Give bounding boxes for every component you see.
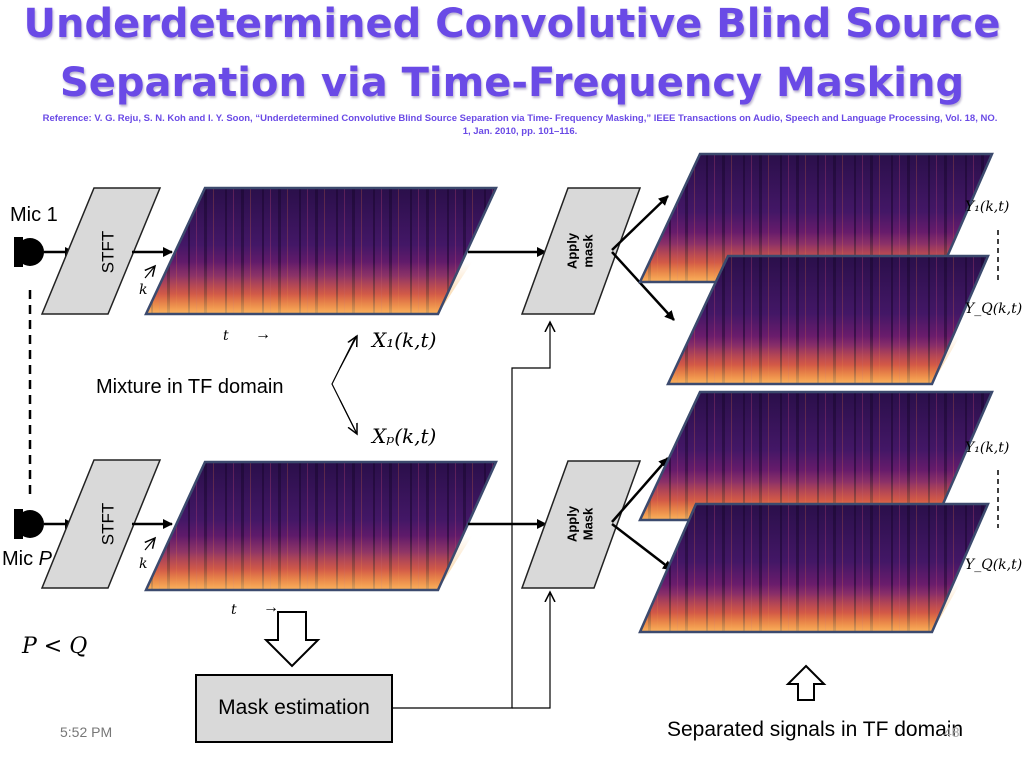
slide-title-line-1: Underdetermined Convolutive Blind Source bbox=[23, 1, 1001, 47]
separated-spectrogram-yq-bottom bbox=[638, 502, 990, 634]
apply-mask-label-bottom-line2: Mask bbox=[580, 507, 595, 540]
t-axis-arrow-top: → bbox=[255, 326, 271, 343]
mixture-to-x1-arrow bbox=[339, 336, 357, 369]
apply-mask-to-yq-arrow-bottom bbox=[611, 523, 673, 571]
mixture-spectrogram-top bbox=[144, 186, 498, 316]
hollow-down-arrow bbox=[263, 611, 321, 668]
k-axis-arrow-bottom bbox=[145, 538, 155, 551]
t-axis-arrow-bottom: → bbox=[263, 599, 279, 616]
mask-estimation-label: Mask estimation bbox=[218, 696, 370, 719]
mic-p-prefix: Mic bbox=[2, 548, 39, 570]
mixture-spectrogram-bottom bbox=[144, 460, 498, 592]
k-axis-arrow-top bbox=[145, 266, 155, 279]
hollow-up-arrow bbox=[785, 664, 827, 701]
reference-citation: Reference: V. G. Reju, S. N. Koh and I. … bbox=[42, 113, 998, 137]
mic-p-icon bbox=[14, 509, 44, 539]
mask-estimation-to-apply-mask-bottom-line bbox=[512, 592, 550, 709]
stft-label-bottom: STFT bbox=[98, 503, 117, 546]
mixture-label: Mixture in TF domain bbox=[96, 376, 284, 398]
slide-page-number: 48 bbox=[944, 724, 960, 740]
separated-spectrogram-y1-bottom bbox=[638, 390, 994, 522]
slide-title-line-2: Separation via Time-Frequency Masking bbox=[59, 60, 965, 106]
stft-block-bottom bbox=[40, 459, 162, 589]
stft-label-top: STFT bbox=[98, 231, 117, 274]
separated-signals-label: Separated signals in TF domain bbox=[667, 718, 964, 741]
apply-mask-label-top-line1: Apply bbox=[564, 232, 579, 269]
mic-1-label: Mic 1 bbox=[10, 204, 58, 226]
yq-label-bottom: Y_Q(k,t) bbox=[965, 557, 1023, 573]
apply-mask-to-y1-arrow-bottom bbox=[611, 457, 669, 523]
mixture-brace bbox=[331, 335, 357, 433]
mic-p-variable: P bbox=[38, 548, 53, 570]
mic-p-label: Mic P bbox=[2, 548, 52, 571]
mask-estimation-to-apply-mask-top-line bbox=[392, 322, 550, 709]
xp-label: Xₚ(k,t) bbox=[372, 424, 437, 448]
apply-mask-block-bottom bbox=[520, 460, 642, 589]
t-axis-label-top: t bbox=[223, 328, 229, 344]
stft-block-top bbox=[40, 187, 162, 315]
k-axis-label-top: k bbox=[139, 282, 148, 298]
yq-label-top: Y_Q(k,t) bbox=[965, 301, 1023, 317]
mixture-to-xp-arrow bbox=[339, 399, 357, 434]
x1-label: X₁(k,t) bbox=[372, 328, 437, 352]
p-less-than-q-label: P < Q bbox=[22, 634, 88, 659]
k-axis-label-bottom: k bbox=[139, 556, 148, 572]
y1-label-bottom: Y₁(k,t) bbox=[965, 440, 1010, 456]
apply-mask-to-y1-arrow-top bbox=[611, 195, 669, 251]
separated-spectrogram-yq-top bbox=[666, 254, 990, 386]
mic-1-icon bbox=[14, 237, 44, 267]
mask-estimation-block bbox=[195, 674, 393, 743]
apply-mask-to-yq-arrow-top bbox=[611, 251, 675, 321]
t-axis-label-bottom: t bbox=[231, 602, 237, 618]
apply-mask-label-top-line2: mask bbox=[580, 234, 595, 268]
y1-label-top: Y₁(k,t) bbox=[965, 199, 1010, 215]
apply-mask-block-top bbox=[520, 187, 642, 315]
slide-time: 5:52 PM bbox=[60, 724, 113, 740]
apply-mask-label-bottom-line1: Apply bbox=[564, 505, 579, 542]
